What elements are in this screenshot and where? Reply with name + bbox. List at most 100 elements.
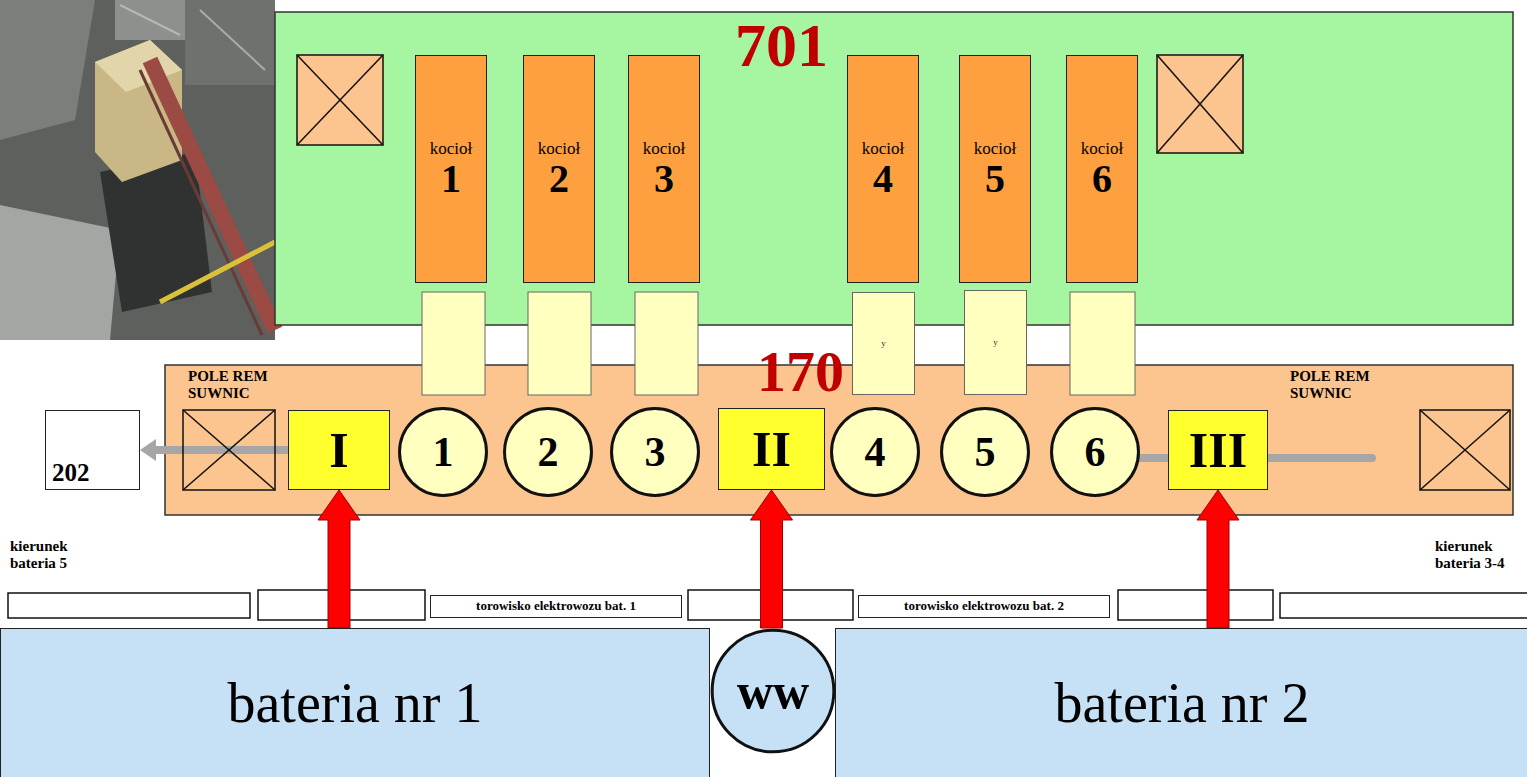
photo-structure [185,0,275,85]
direction-label: kierunek bateria 3-4 [1435,538,1521,573]
duct-box [528,292,591,395]
node-text: 4 [873,159,893,199]
area-701: 701kocioł1kocioł2kocioł3kocioł4kocioł5ko… [275,12,1513,325]
duct-box: y [852,292,915,395]
transfer-station: I [288,410,390,490]
node-text: 4 [865,431,886,473]
node-text: kocioł [538,139,581,159]
circle-shape [712,630,834,752]
node-text: 5 [975,431,996,473]
crane-repair-bay: POLE REM SUWNIC [1420,410,1510,490]
photo-roof [0,205,120,340]
area-170: 170POLE REM SUWNICI123II456IIIPOLE REM S… [165,365,1513,515]
node-text: 701 [735,14,828,76]
flow-arrow [1197,490,1239,628]
node-text: POLE REM SUWNIC [188,368,283,403]
flow-arrow [318,490,360,628]
node-text: kocioł [430,139,473,159]
circle-shape [1052,409,1139,496]
crossed-box [297,55,383,145]
node-text: 1 [433,431,454,473]
duct-box [422,292,485,395]
crossed-box-line [1157,55,1243,153]
cross-frame [1420,410,1510,490]
node-text: kocioł [1081,139,1124,159]
node-text: I [329,425,348,475]
silo-circle: 2 [503,407,593,497]
silo-circle: 3 [610,407,700,497]
crossed-box-line [1157,55,1243,153]
building-box: 202 [45,410,140,490]
node-text: bateria nr 1 [228,673,483,735]
track-box: torowisko elektrowozu bat. 1 [430,595,682,618]
silo-circle: 6 [1050,407,1140,497]
node-text: POLE REM SUWNIC [1290,368,1385,403]
crane-repair-bay: POLE REM SUWNIC [183,410,275,490]
track-segment [1118,590,1273,620]
cross-outline [183,410,275,490]
flow-arrow [140,439,288,461]
duct-box: y [964,290,1027,395]
node-text: 202 [52,460,90,485]
crossed-box-line [297,55,383,145]
node-text: kocioł [974,139,1017,159]
direction-label: kierunek bateria 5 [10,538,100,573]
circle-shape [612,409,699,496]
circle-shape [832,409,919,496]
silo-circle: 5 [940,407,1030,497]
node-text: 2 [538,431,559,473]
crossed-box-frame [1157,55,1243,153]
node-text: torowisko elektrowozu bat. 2 [904,599,1064,613]
photo-scaffold-line [200,10,265,70]
direction-label-box: kierunek bateria 3-4 [1435,538,1521,573]
battery-block: bateria nr 1 [0,628,710,777]
node-text: 5 [985,159,1005,199]
crossed-box [1157,55,1243,153]
battery-block: bateria nr 2 [835,628,1527,777]
cross-frame [183,410,275,490]
node-text: 3 [654,159,674,199]
boiler-box: kocioł1 [415,55,487,283]
circle-shape [400,409,487,496]
node-text: II [752,424,791,474]
photo-scaffold [115,0,185,40]
node-text: 2 [549,159,569,199]
node-text: y [993,338,998,348]
node-text: ww [737,666,809,716]
track-segment [1280,593,1527,618]
direction-label-box: kierunek bateria 5 [10,538,100,573]
crossed-box-line [297,55,383,145]
tower-circle: ww [710,628,836,754]
flow-arrow [751,490,793,628]
node-text: 1 [441,159,461,199]
boiler-box: kocioł2 [523,55,595,283]
silo-circle: 4 [830,407,920,497]
track-box: torowisko elektrowozu bat. 2 [858,595,1110,618]
node-text: 3 [645,431,666,473]
cross-outline [1420,410,1510,490]
node-text: bateria nr 2 [1055,673,1310,735]
node-text: kocioł [862,139,905,159]
node-text: III [1189,425,1247,475]
node-text: torowisko elektrowozu bat. 1 [476,599,636,613]
circle-shape [942,409,1029,496]
plant-photo [0,0,275,340]
boiler-box: kocioł5 [959,55,1031,283]
boiler-box: kocioł6 [1066,55,1138,283]
node-text: 6 [1085,431,1106,473]
photo-conveyor [150,60,275,330]
circle-shape [505,409,592,496]
transfer-station: II [718,408,825,490]
node-text: y [881,339,886,349]
cross-line [183,410,275,490]
boiler-box: kocioł3 [628,55,700,283]
transfer-station: III [1168,410,1268,490]
photo-roof [0,0,95,140]
cross-line [1420,410,1510,490]
boiler-box: kocioł4 [847,55,919,283]
silo-circle: 1 [398,407,488,497]
duct-box [1070,292,1135,395]
cross-line [183,410,275,490]
crossed-box-frame [297,55,383,145]
cross-line [1420,410,1510,490]
